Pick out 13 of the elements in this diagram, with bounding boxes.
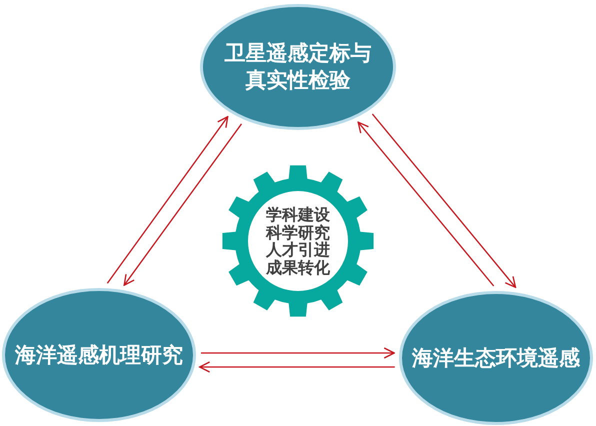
topic-label: 学科建设 [266, 206, 330, 224]
ellipse-node: 海洋生态环境遥感 [399, 291, 593, 425]
topic-label: 成果转化 [266, 258, 330, 276]
arrow [198, 361, 395, 373]
arrow [358, 122, 494, 286]
arrow [201, 347, 395, 359]
arrow [372, 114, 516, 288]
ellipse-node: 海洋遥感机理研究 [2, 288, 196, 422]
topic-label: 人才引进 [266, 241, 330, 258]
arrow [124, 124, 242, 286]
ellipse-node: 卫星遥感定标与真实性检验 [200, 4, 396, 130]
arrow [106, 116, 228, 284]
topic-label: 科学研究 [266, 224, 330, 241]
